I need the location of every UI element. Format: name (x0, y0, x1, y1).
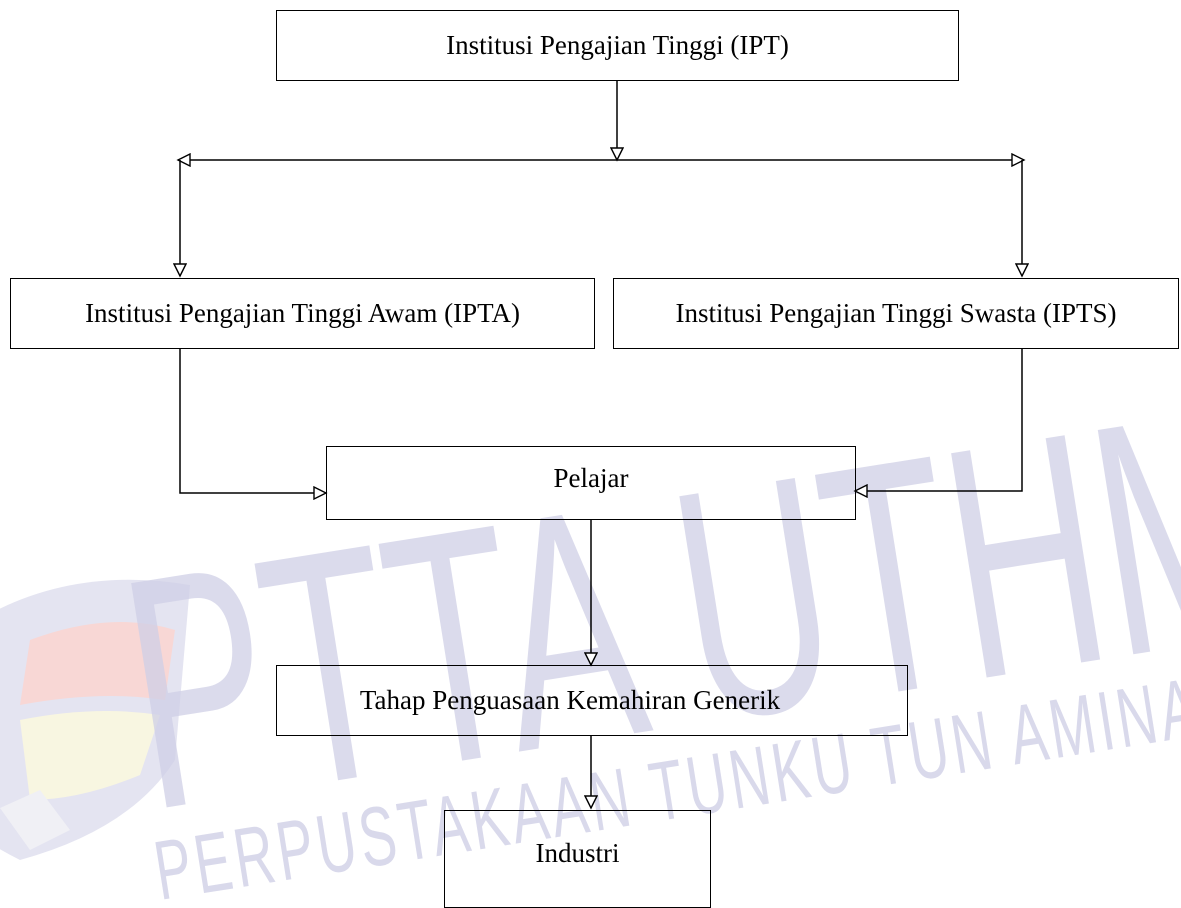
node-ipta: Institusi Pengajian Tinggi Awam (IPTA) (10, 278, 595, 349)
node-ipts-label: Institusi Pengajian Tinggi Swasta (IPTS) (675, 298, 1117, 328)
node-industri-label: Industri (535, 837, 620, 868)
node-pelajar-label: Pelajar (553, 462, 629, 493)
node-ipta-label: Institusi Pengajian Tinggi Awam (IPTA) (85, 298, 520, 328)
node-pelajar: Pelajar (326, 446, 856, 520)
node-ipt: Institusi Pengajian Tinggi (IPT) (276, 10, 959, 81)
node-tahap-label: Tahap Penguasaan Kemahiran Generik (359, 685, 781, 715)
node-ipt-label: Institusi Pengajian Tinggi (IPT) (446, 30, 789, 60)
node-tahap: Tahap Penguasaan Kemahiran Generik (276, 665, 908, 736)
shield-logo-icon (0, 579, 190, 860)
node-industri: Industri (444, 810, 711, 908)
edge-ipts-pelajar (855, 348, 1023, 491)
edge-ipta-pelajar (179, 348, 326, 493)
node-ipts: Institusi Pengajian Tinggi Swasta (IPTS) (613, 278, 1179, 349)
